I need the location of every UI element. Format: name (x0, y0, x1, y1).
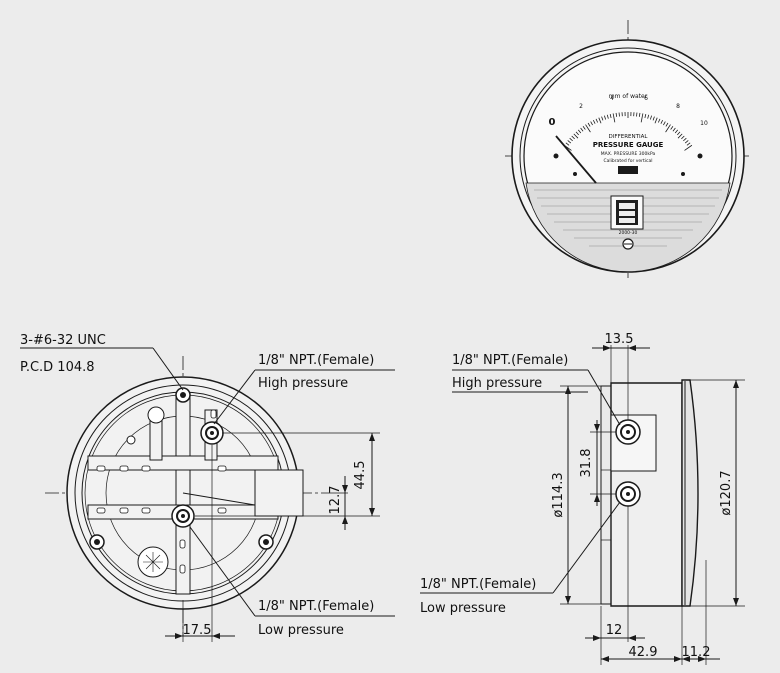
gauge-needle (555, 135, 597, 184)
dial-screw-right (697, 153, 703, 159)
dial-tick (592, 119, 596, 124)
dial-tick (590, 121, 593, 126)
dial-title-large: PRESSURE GAUGE (593, 141, 664, 149)
dial-tick (649, 115, 652, 120)
side-bezel (681, 379, 699, 607)
dial-tick (615, 112, 618, 117)
scale-mark-4: 4 (610, 95, 614, 102)
mounting-screw-top (175, 387, 191, 403)
dial-tick (638, 112, 641, 117)
dial-tick (686, 142, 691, 146)
scale-mark-6: 6 (644, 95, 648, 102)
dial-tick (569, 137, 573, 142)
back-rib-horizontal-upper (87, 455, 279, 471)
dial-tick (670, 126, 674, 130)
back-low-port-type: 1/8" NPT.(Female) (258, 599, 374, 614)
dim-13-5: 13.5 (605, 332, 634, 347)
dial-tick (654, 117, 658, 124)
dim-42-9: 42.9 (629, 645, 658, 660)
dial-tick (665, 122, 669, 127)
dial-tick (609, 113, 612, 119)
dial-tick (660, 119, 664, 124)
dial-calibration: Calibrated for vertical (603, 158, 652, 164)
scale-mark-10: 10 (700, 120, 708, 127)
dim-12: 12 (606, 623, 623, 638)
dial-scale-ticks (563, 112, 693, 151)
back-hole-large (147, 406, 165, 424)
dim-dia-120-7: ø120.7 (719, 470, 734, 515)
mounting-screw-right (258, 534, 274, 550)
screw-spec-label: 3-#6-32 UNC (20, 333, 106, 348)
dial-tick (677, 131, 681, 136)
dial-tick (577, 129, 582, 134)
dial-tick (567, 140, 572, 144)
dial-tick (644, 113, 647, 119)
dim-17-5: 17.5 (183, 623, 212, 638)
dial-tick (575, 131, 579, 136)
dim-44-5: 44.5 (353, 461, 368, 490)
dim-12-7: 12.7 (328, 486, 343, 515)
front-view: mm of water 0 2 4 6 8 10 DIFFERENTIAL PR… (505, 20, 752, 278)
dial-tick (565, 142, 570, 146)
side-high-port (615, 419, 641, 445)
dial-tick (681, 135, 685, 140)
dial-tick (684, 140, 689, 144)
scale-mark-8: 8 (676, 103, 680, 110)
dial-tick (665, 124, 671, 133)
dial-tick (674, 129, 679, 134)
back-view: 3-#6-32 UNC P.C.D 104.8 1/8" NPT.(Female… (20, 333, 395, 642)
side-high-port-type: 1/8" NPT.(Female) (452, 353, 568, 368)
dial-tick (640, 113, 644, 123)
mounting-screw-left (89, 534, 105, 550)
dial-tick (598, 117, 602, 124)
scale-mark-2: 2 (579, 103, 583, 110)
dial-rating: MAX. PRESSURE 300kPa (601, 151, 656, 157)
side-low-port-name: Low pressure (420, 601, 506, 616)
dial-tick (580, 127, 584, 132)
dial-tick (571, 135, 575, 140)
dim-11-2: 11.2 (682, 645, 711, 660)
back-side-boss (254, 469, 304, 517)
dial-tick (595, 118, 599, 123)
side-low-port (615, 481, 641, 507)
side-low-port-type: 1/8" NPT.(Female) (420, 577, 536, 592)
brand-logo (618, 166, 638, 174)
dial-zero-label: 0 (549, 117, 556, 128)
dial-tick (647, 114, 650, 119)
low-pressure-port (171, 504, 195, 528)
dial-tick (606, 114, 609, 119)
dial-tick (582, 126, 586, 130)
dial-tick (663, 121, 666, 126)
dial-title-small: DIFFERENTIAL (609, 134, 649, 140)
dial-tick (573, 133, 579, 139)
dim-31-8: 31.8 (579, 449, 594, 478)
dial-model: 2000-30 (619, 230, 638, 236)
dial-tick (683, 137, 687, 142)
dial-tick (601, 116, 604, 121)
dial-tick (657, 118, 661, 123)
back-high-port-name: High pressure (258, 376, 348, 391)
dial-tick (612, 113, 616, 123)
back-low-port-name: Low pressure (258, 623, 344, 638)
dial-unit-label: mm of water (609, 93, 648, 100)
dial-tick (604, 115, 607, 120)
back-high-port-type: 1/8" NPT.(Female) (258, 353, 374, 368)
dial-tick (684, 144, 693, 151)
dial-tick (585, 124, 591, 133)
side-rear-plate (600, 385, 612, 605)
dial-tick (652, 116, 655, 121)
dial-tick (677, 133, 683, 139)
dial-screw-left (553, 153, 559, 159)
dim-dia-114-3: ø114.3 (551, 472, 566, 517)
high-pressure-port (200, 421, 224, 445)
dial-tick (672, 127, 676, 132)
side-high-port-name: High pressure (452, 376, 542, 391)
pcd-label: P.C.D 104.8 (20, 360, 95, 375)
dial-tick (587, 122, 591, 127)
side-view: 1/8" NPT.(Female) High pressure 1/8" NPT… (420, 332, 745, 665)
